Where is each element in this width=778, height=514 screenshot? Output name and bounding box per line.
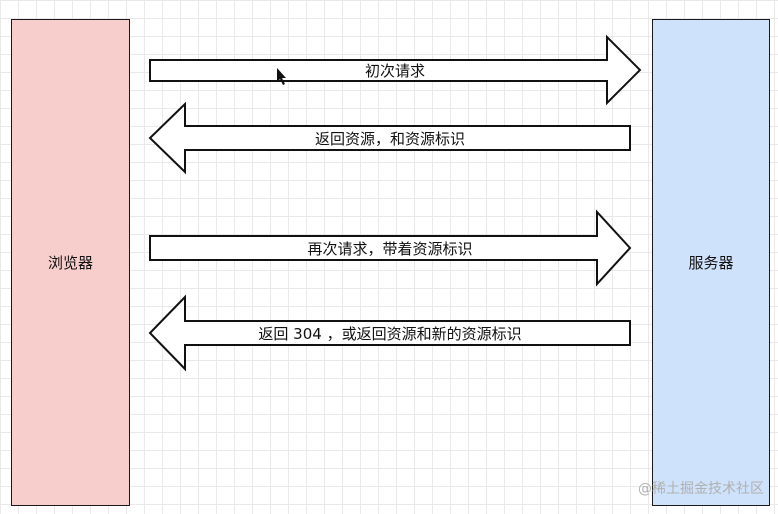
arrow-label: 再次请求，带着资源标识 [307,240,472,258]
arrow-return-resource[interactable]: 返回资源，和资源标识 [148,101,631,175]
arrow-shape-right [149,34,642,106]
arrow-return-304[interactable]: 返回 304 ，或返回资源和新的资源标识 [148,294,631,372]
server-label: 服务器 [688,254,734,272]
arrow-repeat-request[interactable]: 再次请求，带着资源标识 [149,209,632,287]
cursor-icon [277,68,286,85]
browser-box[interactable]: 浏览器 [11,19,130,506]
browser-label: 浏览器 [47,254,93,272]
arrow-initial-request[interactable]: 初次请求 [149,34,642,106]
server-box[interactable]: 服务器 [652,19,770,506]
arrow-shape-right [149,209,632,287]
arrow-label: 返回资源，和资源标识 [315,130,465,148]
watermark: @稀土掘金技术社区 [638,481,764,497]
arrow-shape-left [148,101,631,175]
arrow-label: 初次请求 [365,62,425,80]
arrow-label: 返回 304 ，或返回资源和新的资源标识 [258,325,521,343]
arrow-shape-left [148,294,631,372]
